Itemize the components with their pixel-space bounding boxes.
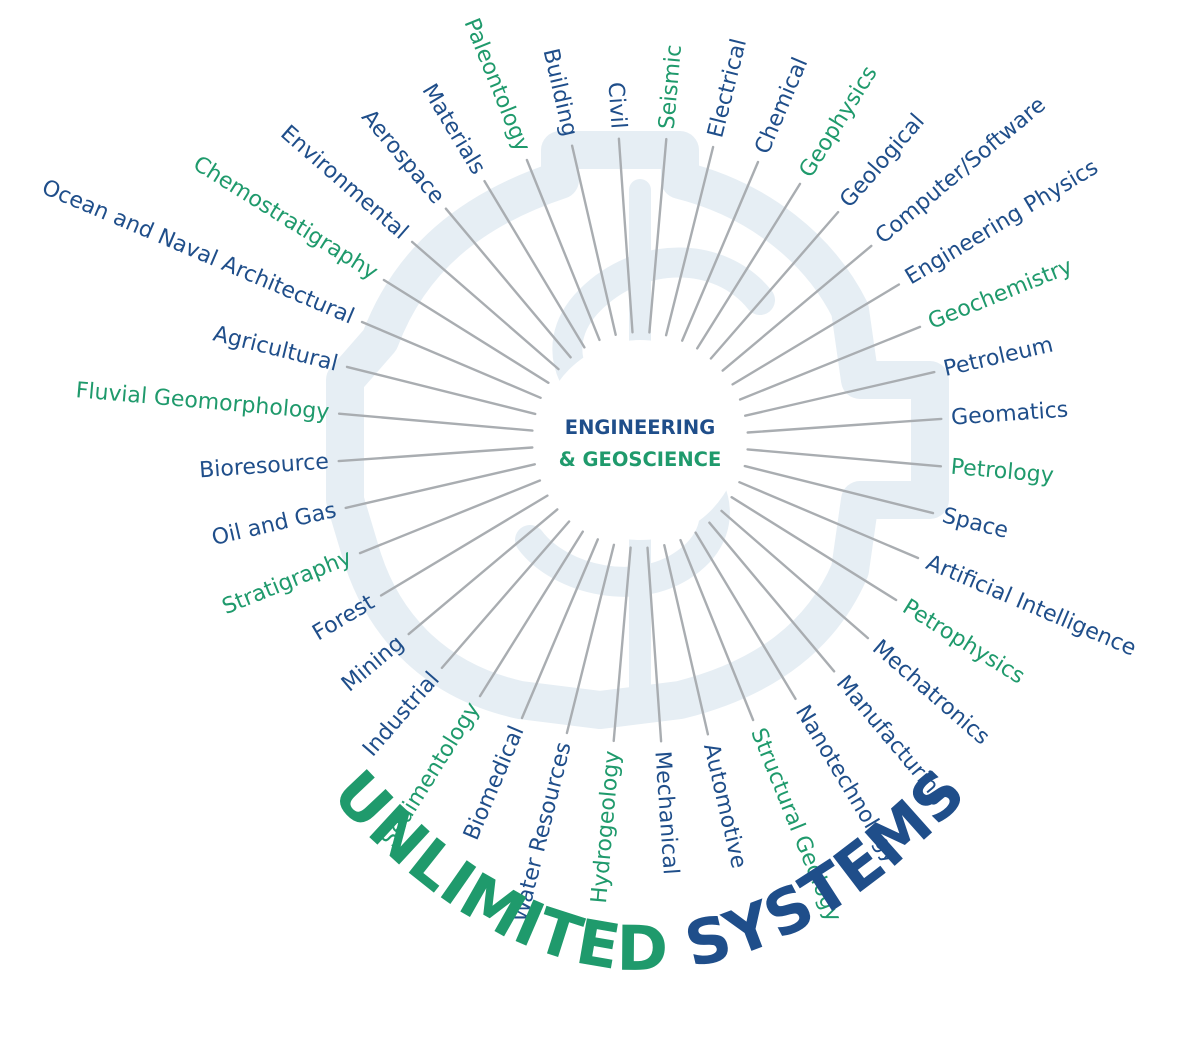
spoke-line [570, 144, 617, 336]
discipline-label: Forest [308, 590, 379, 646]
spoke-line [612, 546, 632, 743]
discipline-label: Fluvial Geomorphology [75, 378, 331, 425]
spoke-line [344, 463, 536, 510]
discipline-label: Materials [417, 80, 490, 179]
spoke-line [525, 158, 601, 342]
center-label-geoscience: & GEOSCIENCE [559, 448, 722, 471]
discipline-label: Automotive [698, 741, 751, 871]
spoke-line [696, 182, 802, 350]
spoke-line [407, 508, 559, 636]
spoke-line [738, 481, 920, 560]
spoke-line [694, 531, 797, 701]
discipline-label: Biomedical [459, 722, 529, 844]
discipline-label: Oil and Gas [210, 498, 339, 551]
spoke-line [382, 278, 550, 384]
spoke-line [379, 494, 549, 597]
discipline-label: Mechanical [649, 750, 683, 875]
watermark-gear [326, 131, 949, 729]
discipline-label: Bioresource [198, 449, 329, 483]
discipline-label: Hydrogeology [587, 750, 625, 905]
center-label-engineering: ENGINEERING [565, 416, 715, 439]
spoke-line [746, 417, 943, 434]
spoke-line [731, 283, 901, 386]
discipline-label: Space [940, 503, 1011, 543]
discipline-label: Electrical [703, 36, 752, 140]
discipline-label: Mining [337, 631, 409, 697]
spoke-line [360, 320, 542, 399]
spoke-lines [337, 137, 943, 743]
spoke-line [744, 370, 936, 417]
spoke-line [478, 530, 584, 698]
spoke-line [730, 496, 898, 602]
discipline-label: Petrology [950, 455, 1055, 489]
spoke-line [681, 160, 760, 342]
spoke-line [444, 207, 572, 359]
spoke-line [746, 448, 943, 468]
discipline-label: Geomatics [950, 398, 1069, 431]
discipline-label: Civil [602, 81, 630, 129]
spoke-line [617, 137, 634, 334]
discipline-label: Seismic [655, 44, 687, 131]
spoke-line [743, 464, 935, 515]
center-disc [540, 340, 740, 540]
spoke-line [721, 244, 873, 372]
spoke-line [679, 538, 755, 722]
discipline-label: Petroleum [941, 332, 1055, 381]
spoke-line [720, 509, 870, 640]
discipline-label: Ocean and Naval Architectural [38, 175, 358, 330]
spoke-line [664, 145, 715, 337]
spoke-line [358, 479, 542, 555]
spoke-line [565, 543, 616, 735]
spoke-line [738, 325, 922, 401]
spoke-line [345, 365, 537, 416]
spoke-line [663, 544, 710, 736]
spoke-line [440, 520, 571, 670]
discipline-label: Agricultural [211, 322, 341, 377]
discipline-label: Computer/Software [871, 93, 1051, 250]
spoke-line [410, 240, 560, 371]
spoke-line [483, 179, 586, 349]
discipline-label: Chemical [750, 54, 813, 158]
spoke-line [708, 521, 836, 673]
spoke-line [709, 210, 840, 360]
spoke-line [648, 137, 668, 334]
discipline-label: Building [538, 46, 582, 139]
spoke-line [337, 446, 534, 463]
spoke-line [646, 546, 663, 743]
spoke-line [337, 412, 534, 432]
spoke-line [520, 538, 599, 720]
